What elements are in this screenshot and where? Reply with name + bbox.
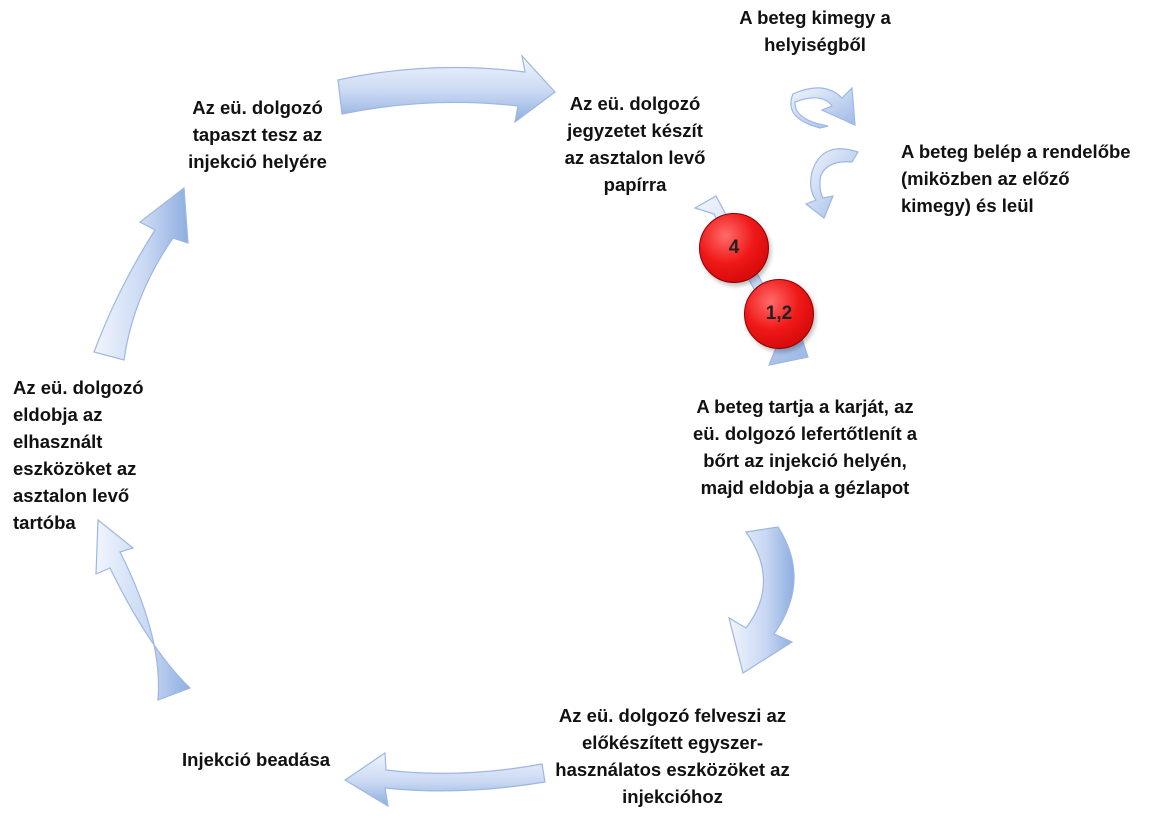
arrow-plaster-to-notes [337, 54, 556, 124]
patient-enters-label: A beteg belép a rendelőbe (miközben az e… [901, 141, 1131, 216]
step-take-tools: Az eü. dolgozó felveszi az előkészített … [555, 705, 790, 807]
patient-exits-label: A beteg kimegy a helyiségből [739, 7, 891, 55]
arrow-taketools-to-inject [343, 751, 546, 808]
arrow-inject-to-discard [95, 518, 192, 701]
step-notes: Az eü. dolgozó jegyzetet készít az aszta… [564, 93, 706, 195]
step-inject: Injekció beadása [182, 749, 331, 770]
step-discard-tools: Az eü. dolgozó eldobja az elhasznált esz… [13, 377, 144, 533]
arrow-patient-exits [790, 86, 856, 129]
badge-4: 4 [699, 213, 769, 283]
arrow-discard-to-plaster [93, 186, 189, 361]
arrow-patient-enters [804, 148, 859, 219]
badge-1-2: 1,2 [744, 279, 814, 349]
arrow-cleanskin-to-taketools [728, 526, 795, 674]
step-plaster: Az eü. dolgozó tapaszt tesz az injekció … [188, 97, 327, 172]
step-clean-skin: A beteg tartja a karját, az eü. dolgozó … [692, 396, 918, 498]
